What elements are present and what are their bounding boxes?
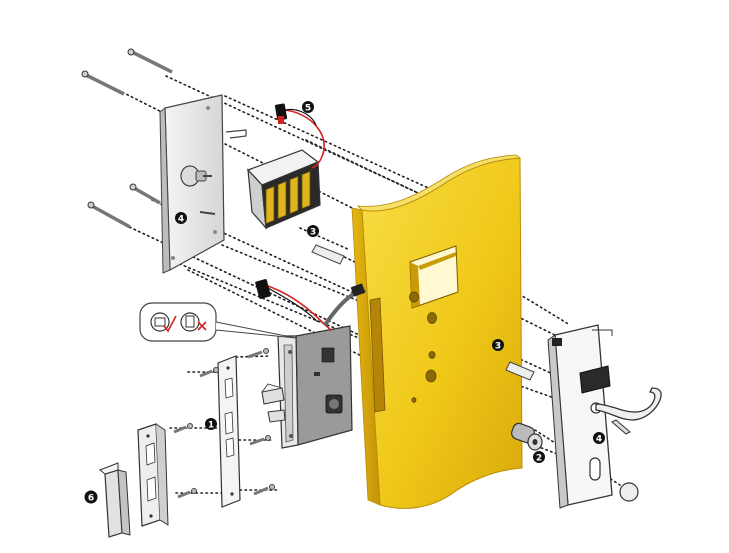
lock-body-cable [255,279,367,331]
door-mortise-slot [369,297,386,413]
inset-correct-icon [150,312,177,333]
reader-panel-keyhole [589,457,601,481]
key-cylinder [511,422,543,451]
installation-inset [139,302,297,342]
screw-long-4 [87,201,131,229]
spindle-right [505,361,535,381]
screw-small-4 [177,488,197,499]
callout-label: 1 [208,421,214,431]
callout-label: 6 [88,494,94,504]
screw-small-2 [199,367,219,378]
callout-markers: 4 5 3 1 6 3 2 4 [84,101,605,504]
strike-plate [137,423,169,527]
callout-3-top: 3 [307,225,319,238]
face-plate [217,355,241,508]
back-plate-knob [180,165,212,187]
callout-label: 3 [495,342,501,352]
screw-small-6 [253,484,275,496]
screw-small-5 [249,435,271,446]
battery-cells [265,170,311,225]
strike-box [99,462,131,538]
screw-small-1 [247,348,269,359]
cover-cap [619,482,639,502]
callout-label: 5 [305,104,311,114]
mounting-screws [81,48,173,229]
door [351,154,523,509]
door-handle [595,387,662,435]
callout-2: 2 [533,451,545,464]
small-screws [173,348,275,499]
latch-bolt [261,383,285,405]
spindle-top [311,244,345,265]
callout-label: 4 [178,215,184,225]
callout-label: 4 [596,435,602,445]
battery-box [246,149,321,230]
inset-wrong-icon [180,312,207,332]
screw-small-3 [173,423,193,434]
back-plate [159,94,247,274]
callout-label: 2 [536,454,542,464]
callout-4-left: 4 [175,212,187,225]
door-holes [409,291,437,403]
screw-long-1 [127,48,173,74]
callout-3-right: 3 [492,339,504,352]
screw-long-2 [81,70,125,96]
deadbolt [267,409,286,423]
callout-5: 5 [302,101,314,114]
screw-long-3 [129,183,161,205]
reader-panel [547,324,662,509]
callout-1: 1 [205,418,217,431]
mortise-lock-body [261,325,353,449]
callout-4-right: 4 [593,432,605,445]
callout-6: 6 [84,490,98,504]
callout-label: 3 [310,228,316,238]
battery-cable [274,103,325,169]
